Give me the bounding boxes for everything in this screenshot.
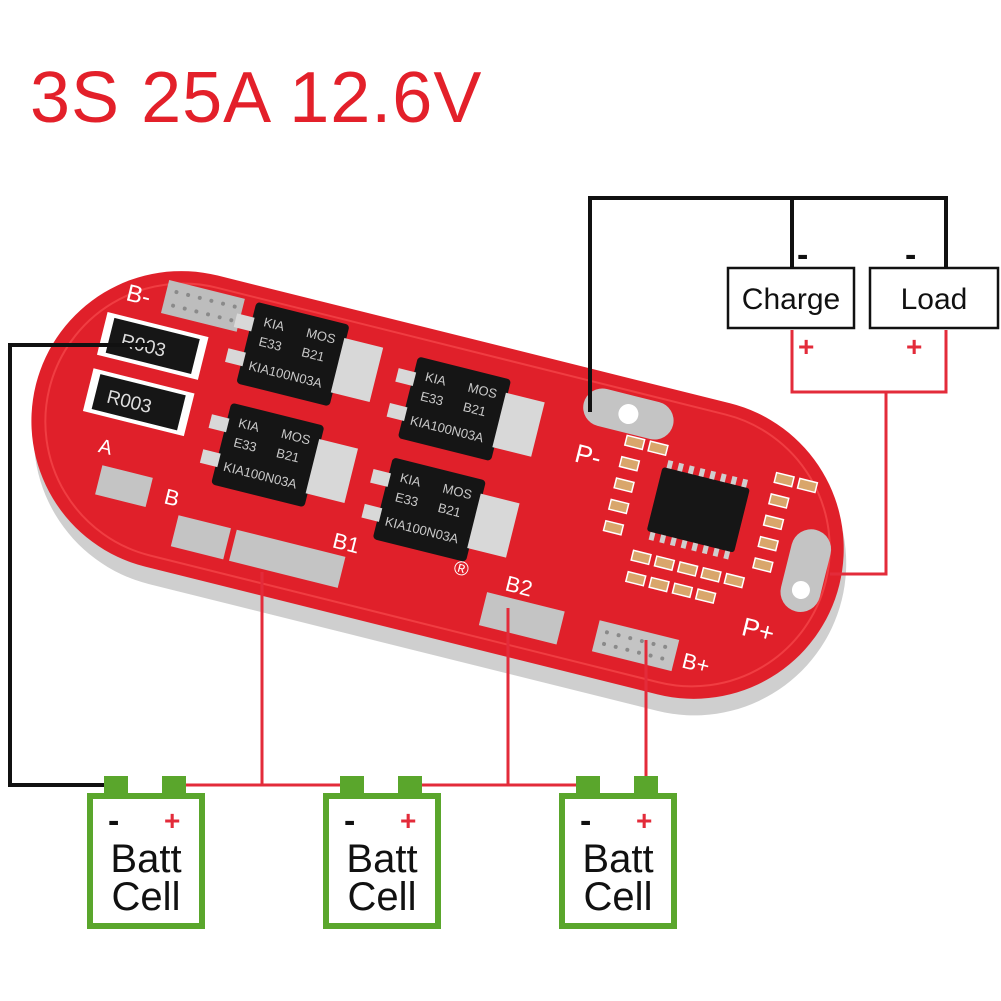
svg-text:KIA: KIA [262, 314, 286, 334]
pad-b2 [478, 592, 565, 645]
mosfet-2: KIA MOS E33 B21 KIA100N03A [386, 357, 545, 461]
cell-2-pos-sign: + [400, 805, 416, 836]
pad-b [170, 515, 231, 560]
svg-text:B21: B21 [275, 445, 301, 465]
mosfet-1: KIA MOS E33 B21 KIA100N03A [225, 302, 384, 406]
pad-label-a: A [96, 435, 115, 460]
pad-label-b: B [162, 484, 182, 512]
wire-b-minus [8, 343, 150, 787]
shunt-resistor-1: R003 [96, 312, 209, 380]
protection-ic [647, 460, 750, 560]
cell-1-label-line1: Batt [110, 837, 181, 881]
charge-minus-sign: - [797, 236, 808, 274]
pad-b1 [229, 529, 346, 588]
wire-plus-bus [790, 330, 948, 394]
cell-2-label-line2: Cell [348, 875, 417, 919]
load-plus-sign: + [906, 331, 922, 362]
battery-cell-2: - + Batt Cell [323, 776, 441, 929]
shunt-resistor-2: R003 [82, 368, 195, 437]
spec-title: 3S 25A 12.6V [30, 58, 483, 138]
svg-text:B21: B21 [300, 344, 326, 364]
cell-3-label-line1: Batt [582, 837, 653, 881]
charge-plus-sign: + [798, 331, 814, 362]
svg-text:MOS: MOS [305, 325, 338, 347]
svg-text:MOS: MOS [280, 426, 313, 448]
svg-text:MOS: MOS [466, 380, 499, 402]
wire-p-plus [830, 392, 888, 576]
cell-1-label-line2: Cell [112, 875, 181, 919]
cell-3-pos-sign: + [636, 805, 652, 836]
svg-text:E33: E33 [394, 489, 420, 509]
svg-text:B21: B21 [462, 399, 488, 419]
cell-3-neg-sign: - [580, 802, 591, 840]
b-minus-pad [160, 279, 245, 332]
svg-text:MOS: MOS [441, 481, 474, 503]
pcb-board: B- R003 R003 A B B1 B2 ® [31, 271, 847, 716]
svg-text:E33: E33 [419, 388, 445, 408]
mosfet-3: KIA MOS E33 B21 KIA100N03A [199, 403, 358, 507]
cell-2-label-line1: Batt [346, 837, 417, 881]
svg-text:KIA: KIA [424, 369, 448, 389]
battery-cell-1: - + Batt Cell [87, 776, 205, 929]
charge-label: Charge [742, 283, 840, 316]
smd-components [602, 434, 819, 605]
svg-text:KIA: KIA [237, 415, 261, 435]
charge-box: Charge - + [726, 236, 856, 362]
svg-text:KIA: KIA [399, 470, 423, 490]
svg-text:B21: B21 [436, 500, 462, 520]
load-box: Load - + [868, 236, 1000, 362]
load-minus-sign: - [905, 236, 916, 274]
p-plus-pad [780, 529, 832, 612]
registered-mark: ® [451, 557, 471, 582]
svg-text:E33: E33 [232, 435, 258, 455]
svg-text:E33: E33 [257, 334, 283, 354]
battery-cell-3: - + Batt Cell [559, 776, 677, 929]
cell-1-neg-sign: - [108, 802, 119, 840]
cell-1-pos-sign: + [164, 805, 180, 836]
cell-2-neg-sign: - [344, 802, 355, 840]
p-minus-pad [583, 388, 674, 440]
mosfet-4: KIA MOS E33 B21 KIA100N03A [361, 458, 520, 562]
b-plus-pad [591, 620, 680, 672]
cell-3-label-line2: Cell [584, 875, 653, 919]
load-label: Load [901, 283, 968, 316]
pad-a [95, 465, 153, 507]
wire-p-minus-bus [588, 196, 948, 412]
